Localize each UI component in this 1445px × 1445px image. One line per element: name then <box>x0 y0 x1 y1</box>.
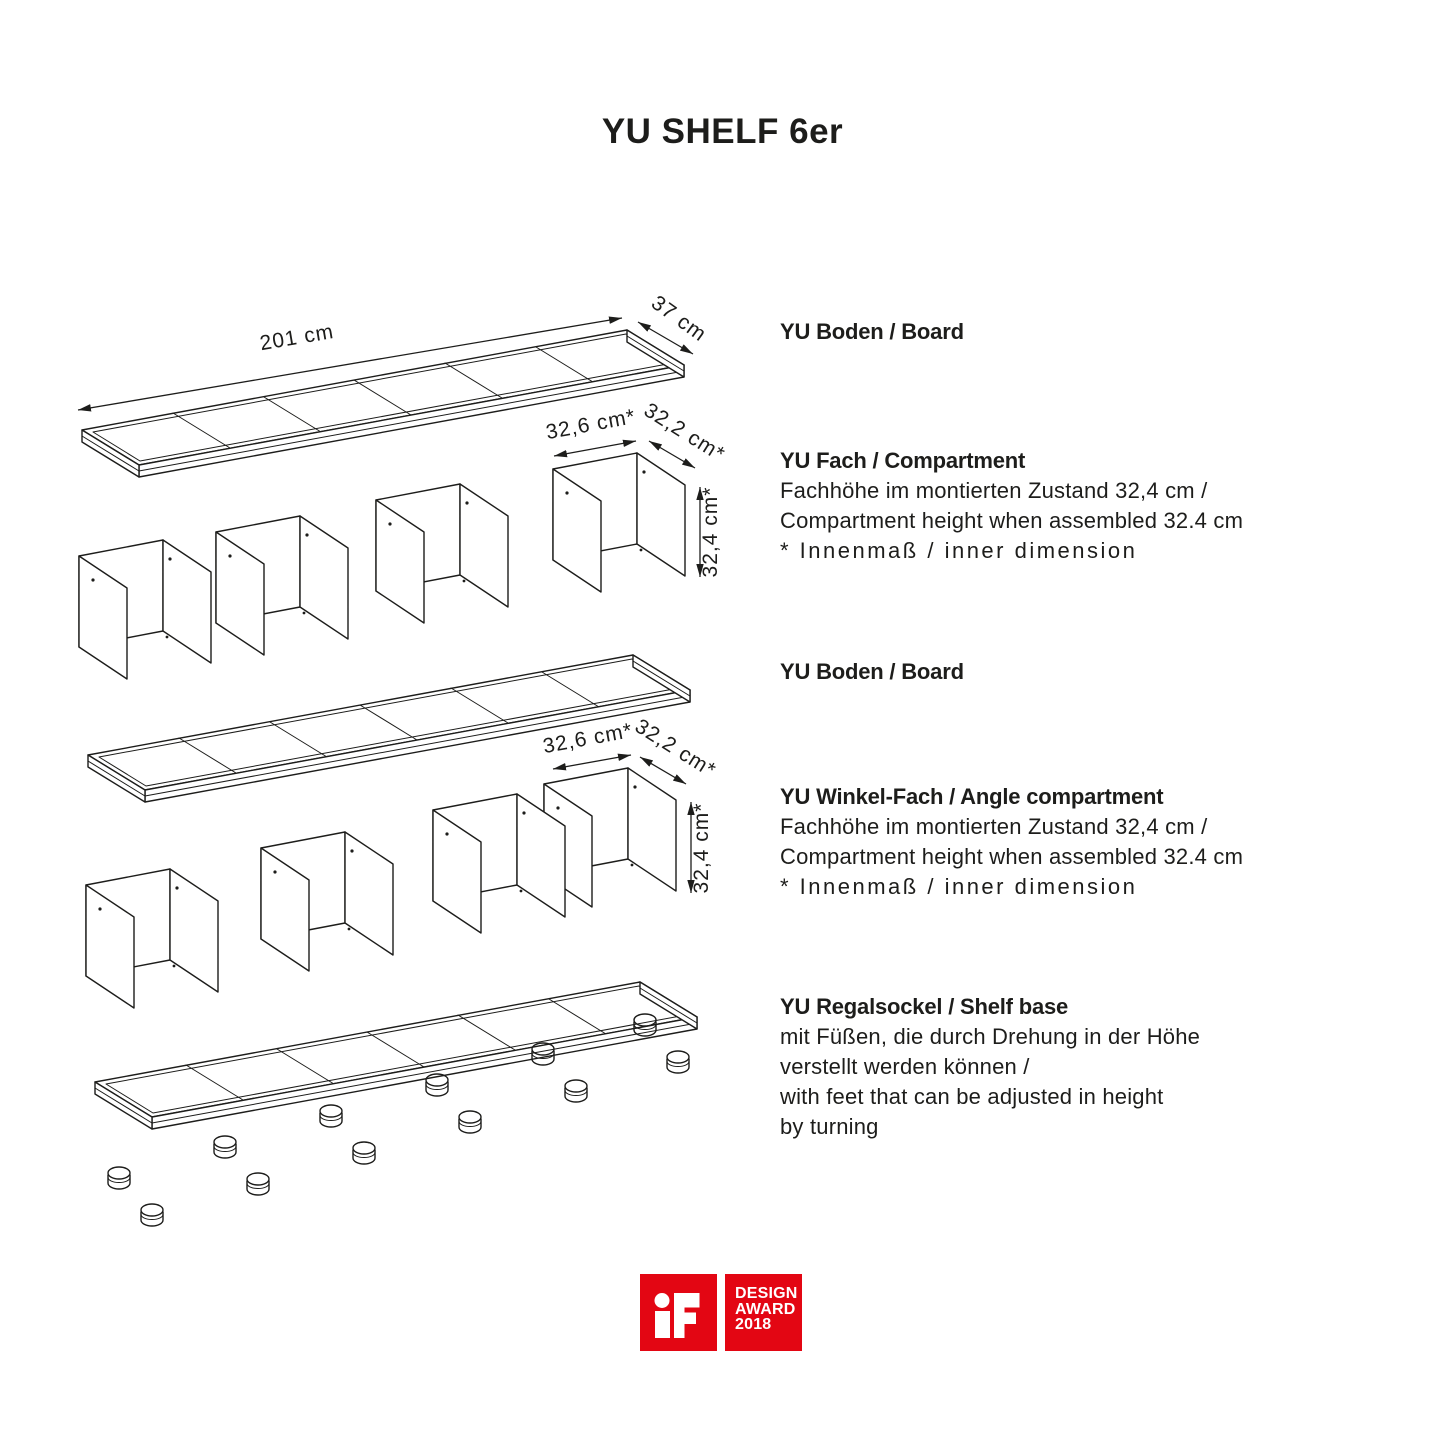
section-heading: YU Boden / Board <box>780 659 964 684</box>
section-text: Compartment height when assembled 32.4 c… <box>780 844 1244 869</box>
if-glyph <box>654 1293 700 1338</box>
award-line: AWARD <box>735 1300 796 1318</box>
dimension-label: 37 cm <box>647 291 711 346</box>
angle-compartment <box>432 767 677 934</box>
page-title: YU SHELF 6er <box>601 112 844 151</box>
compartment-row-1 <box>78 452 686 680</box>
award-line: 2018 <box>735 1316 772 1333</box>
section-heading: YU Regalsockel / Shelf base <box>780 994 1069 1019</box>
section-text: with feet that can be adjusted in height <box>780 1084 1164 1109</box>
section-note: * Innenmaß / inner dimension <box>780 538 1138 563</box>
compartment <box>375 483 509 624</box>
dimension-compartment-depth: 32,2 cm* <box>640 399 729 469</box>
section-text: by turning <box>780 1114 879 1139</box>
foot <box>458 1110 482 1134</box>
if-award-text: DESIGN AWARD 2018 <box>725 1274 802 1351</box>
compartment-row-2 <box>85 767 677 1009</box>
compartment <box>85 868 219 1009</box>
foot <box>213 1135 237 1159</box>
label-angle-compartment: YU Winkel-Fach / Angle compartment Fachh… <box>780 782 1280 902</box>
foot <box>246 1172 270 1196</box>
dimension-label: 32,2 cm* <box>631 715 720 783</box>
dimension-label: 32,2 cm* <box>640 399 729 467</box>
label-board-middle: YU Boden / Board <box>780 657 1280 687</box>
label-shelf-base: YU Regalsockel / Shelf base mit Füßen, d… <box>780 992 1280 1142</box>
foot <box>352 1141 376 1165</box>
foot <box>666 1050 690 1074</box>
section-text: Fachhöhe im montierten Zustand 32,4 cm / <box>780 814 1208 839</box>
board-top <box>81 329 685 478</box>
foot <box>140 1203 164 1227</box>
section-heading: YU Boden / Board <box>780 319 964 344</box>
dimension-label: 32,4 cm* <box>690 803 713 894</box>
dimension-angle-height: 32,4 cm* <box>687 802 713 894</box>
dimension-label: 32,6 cm* <box>544 405 638 444</box>
dimension-label: 201 cm <box>258 320 336 355</box>
foot <box>319 1104 343 1128</box>
if-logo-mark: iF <box>640 1274 717 1351</box>
label-compartment: YU Fach / Compartment Fachhöhe im montie… <box>780 446 1280 566</box>
shelf-base-board <box>94 981 698 1130</box>
section-note: * Innenmaß / inner dimension <box>780 874 1138 899</box>
section-text: Fachhöhe im montierten Zustand 32,4 cm / <box>780 478 1208 503</box>
dimension-label: 32,4 cm* <box>699 487 722 578</box>
section-text: verstellt werden können / <box>780 1054 1030 1079</box>
award-line: DESIGN <box>735 1285 798 1302</box>
compartment <box>215 515 349 656</box>
dimension-angle-depth: 32,2 cm* <box>631 715 720 785</box>
foot <box>107 1166 131 1190</box>
section-heading: YU Fach / Compartment <box>780 448 1026 473</box>
if-design-award-logo: iF DESIGN AWARD 2018 <box>640 1274 802 1351</box>
section-heading: YU Winkel-Fach / Angle compartment <box>780 784 1164 809</box>
compartment <box>260 831 394 972</box>
section-text: Compartment height when assembled 32.4 c… <box>780 508 1244 533</box>
dimension-compartment-height: 32,4 cm* <box>696 487 722 578</box>
section-text: mit Füßen, die durch Drehung in der Höhe <box>780 1024 1201 1049</box>
compartment <box>552 452 686 593</box>
foot <box>564 1079 588 1103</box>
dimension-compartment-width: 32,6 cm* <box>544 405 638 458</box>
compartment <box>78 539 212 680</box>
label-board-top: YU Boden / Board <box>780 317 1280 347</box>
